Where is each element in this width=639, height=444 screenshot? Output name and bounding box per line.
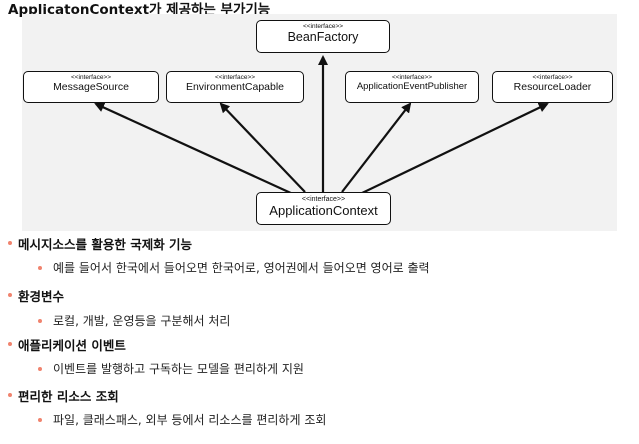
stereotype-label: <<interface>> bbox=[302, 23, 344, 30]
environment-capable-label: EnvironmentCapable bbox=[185, 81, 285, 93]
application-context-label: ApplicationContext bbox=[269, 203, 378, 218]
application-event-publisher-node: <<interface>> ApplicationEventPublisher bbox=[345, 71, 479, 103]
bullet-dot bbox=[38, 266, 42, 270]
bullet-dot bbox=[8, 393, 12, 397]
bullet-dot bbox=[8, 293, 12, 297]
resource-loader-label: ResourceLoader bbox=[513, 81, 592, 93]
feature-detail: 예를 들어서 한국에서 들어오면 한국어로, 영어권에서 들어오면 영어로 출력 bbox=[53, 261, 430, 275]
bullet-dot bbox=[38, 367, 42, 371]
stereotype-label: <<interface>> bbox=[532, 74, 573, 81]
feature-heading: 편리한 리소스 조회 bbox=[18, 389, 119, 404]
bean-factory-label: BeanFactory bbox=[287, 30, 359, 44]
feature-heading: 환경변수 bbox=[18, 289, 65, 304]
message-source-label: MessageSource bbox=[53, 81, 129, 93]
bean-factory-node: <<interface>> BeanFactory bbox=[256, 20, 390, 53]
feature-detail: 파일, 클래스패스, 외부 등에서 리소스를 편리하게 조회 bbox=[53, 413, 327, 427]
feature-heading: 메시지소스를 활용한 국제화 기능 bbox=[18, 237, 193, 252]
application-event-publisher-label: ApplicationEventPublisher bbox=[356, 81, 468, 92]
bullet-dot bbox=[8, 342, 12, 346]
stereotype-label: <<interface>> bbox=[301, 196, 346, 203]
stereotype-label: <<interface>> bbox=[214, 74, 256, 81]
feature-detail: 이벤트를 발행하고 구독하는 모델을 편리하게 지원 bbox=[53, 362, 304, 376]
environment-capable-node: <<interface>> EnvironmentCapable bbox=[166, 71, 304, 103]
application-context-node: <<interface>> ApplicationContext bbox=[256, 192, 391, 225]
bullet-dot bbox=[38, 319, 42, 323]
resource-loader-node: <<interface>> ResourceLoader bbox=[492, 71, 613, 103]
feature-heading: 애플리케이션 이벤트 bbox=[18, 338, 126, 353]
stereotype-label: <<interface>> bbox=[391, 74, 433, 81]
feature-detail: 로컬, 개발, 운영등을 구분해서 처리 bbox=[53, 314, 231, 328]
bullet-dot bbox=[38, 418, 42, 422]
stereotype-label: <<interface>> bbox=[70, 74, 112, 81]
bullet-dot bbox=[8, 241, 12, 245]
message-source-node: <<interface>> MessageSource bbox=[23, 71, 159, 103]
